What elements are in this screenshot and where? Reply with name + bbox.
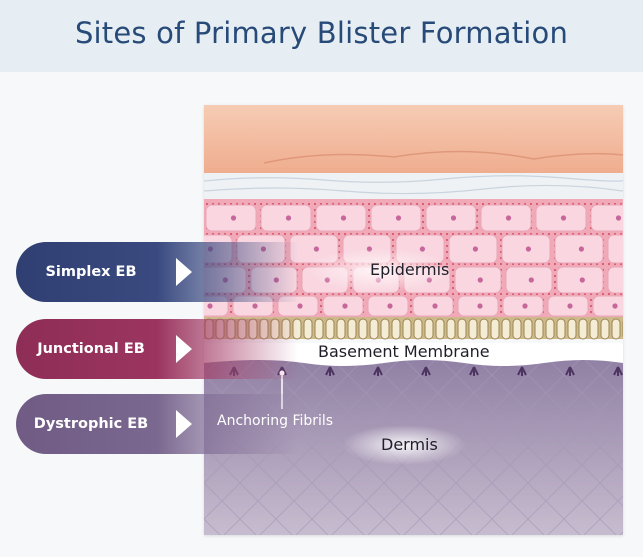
title-banner: Sites of Primary Blister Formation [0, 0, 643, 72]
cell-nucleus [528, 277, 534, 283]
basal-cell [545, 318, 555, 340]
epidermis-cell [590, 204, 623, 232]
basal-cell [523, 318, 533, 340]
basal-cell [589, 318, 599, 340]
label-dermis: Dermis [381, 435, 438, 454]
tab-simplex-eb-label: Simplex EB [45, 264, 137, 280]
basal-cell [347, 318, 357, 340]
cell-nucleus [522, 303, 528, 309]
anchoring-fibril [517, 366, 527, 376]
basal-cell [479, 318, 489, 340]
basal-cell [413, 318, 423, 340]
cell-nucleus [567, 303, 573, 309]
anchoring-fibril [613, 366, 623, 376]
surface-crease [263, 150, 623, 164]
basement-membrane [204, 343, 623, 366]
basal-cell [556, 318, 566, 340]
tab-junctional-eb-label: Junctional EB [37, 341, 145, 357]
tab-dystrophic-eb-label: Dystrophic EB [33, 416, 149, 432]
basal-cell [303, 318, 313, 340]
cell-nucleus [578, 246, 584, 252]
basal-cell [424, 318, 434, 340]
basal-cell [314, 318, 324, 340]
basal-cell [446, 318, 456, 340]
basal-cell [534, 318, 544, 340]
basal-cell [578, 318, 588, 340]
cell-nucleus [230, 215, 237, 221]
basal-cell [369, 318, 379, 340]
anchoring-fibril [469, 366, 479, 376]
cell-nucleus [419, 246, 425, 252]
cell-nucleus [395, 215, 402, 221]
cell-nucleus [472, 246, 478, 252]
tab-dystrophic-eb[interactable]: Dystrophic EB [16, 394, 298, 454]
basal-cell [501, 318, 511, 340]
basal-cell [457, 318, 467, 340]
page-title: Sites of Primary Blister Formation [74, 16, 569, 50]
chevron-right-icon [176, 410, 192, 438]
cell-nucleus [387, 303, 393, 309]
tab-junctional-eb[interactable]: Junctional EB [16, 319, 298, 379]
cell-nucleus [297, 303, 303, 309]
skin-surface [204, 105, 623, 183]
cell-nucleus [525, 246, 531, 252]
cell-nucleus [505, 215, 512, 221]
cell-nucleus [340, 215, 347, 221]
cell-nucleus [207, 303, 213, 309]
label-epidermis: Epidermis [370, 260, 450, 279]
basal-cell [600, 318, 610, 340]
basal-cell [567, 318, 577, 340]
cell-nucleus [612, 303, 618, 309]
anchoring-fibril [421, 366, 431, 376]
cell-nucleus [450, 215, 457, 221]
basal-cell [512, 318, 522, 340]
tab-simplex-eb[interactable]: Simplex EB [16, 242, 298, 302]
basal-cell [380, 318, 390, 340]
chevron-right-icon [176, 335, 192, 363]
epidermis-cell [607, 266, 623, 294]
basal-cell [391, 318, 401, 340]
epidermis-cell [607, 234, 623, 264]
cell-nucleus [560, 215, 567, 221]
label-anchoring-fibrils: Anchoring Fibrils [217, 413, 334, 429]
cell-nucleus [477, 303, 483, 309]
cell-nucleus [342, 303, 348, 309]
cell-nucleus [252, 303, 258, 309]
basal-cell [435, 318, 445, 340]
cell-nucleus [432, 303, 438, 309]
basal-cell [468, 318, 478, 340]
cell-nucleus [615, 215, 622, 221]
basal-cell [490, 318, 500, 340]
basal-cell [402, 318, 412, 340]
cell-nucleus [579, 277, 585, 283]
anchoring-fibril [565, 366, 575, 376]
basal-cell [336, 318, 346, 340]
epidermis-cell [592, 295, 623, 317]
chevron-right-icon [176, 258, 192, 286]
basal-cell [611, 318, 621, 340]
cell-nucleus [285, 215, 292, 221]
anchoring-fibril [373, 366, 383, 376]
basal-cell [325, 318, 335, 340]
basal-cell [358, 318, 368, 340]
cell-nucleus [313, 246, 319, 252]
anchoring-fibril [325, 366, 335, 376]
label-basement-membrane: Basement Membrane [318, 342, 490, 361]
cell-nucleus [477, 277, 483, 283]
